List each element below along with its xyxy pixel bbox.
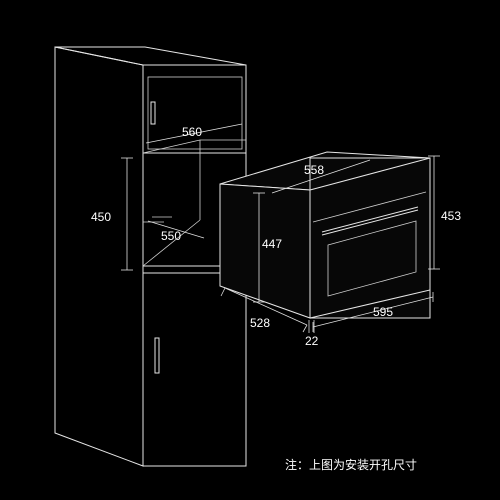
oven-handle: [321, 206, 419, 233]
label-oven-top-depth: 558: [304, 163, 324, 177]
tall-cabinet: [54, 46, 247, 467]
upper-door-handle: [150, 101, 156, 125]
label-front-height: 453: [441, 209, 461, 223]
dimension-lines: [121, 123, 440, 333]
installation-note: 注：上图为安装开孔尺寸: [285, 458, 418, 472]
oven-side-face: [219, 183, 311, 319]
dimension-labels: 560 450 550 558 447 528 595 22 453: [91, 125, 461, 348]
oven-control-strip: [312, 191, 427, 223]
oven-window: [327, 220, 417, 297]
label-cabinet-width: 560: [182, 125, 202, 139]
label-niche-height: 450: [91, 210, 111, 224]
label-panel-thickness: 22: [305, 334, 319, 348]
built-in-oven: [219, 151, 431, 319]
label-niche-depth: 550: [161, 229, 181, 243]
label-oven-depth: 528: [250, 316, 270, 330]
label-oven-height: 447: [262, 237, 282, 251]
cabinet-top-face: [54, 46, 247, 66]
upper-door: [147, 76, 243, 150]
label-front-width: 595: [373, 305, 393, 319]
niche-opening: [142, 139, 246, 267]
cabinet-side-panel: [54, 46, 144, 467]
oven-front-face: [309, 157, 431, 319]
lower-door-handle: [154, 337, 160, 374]
